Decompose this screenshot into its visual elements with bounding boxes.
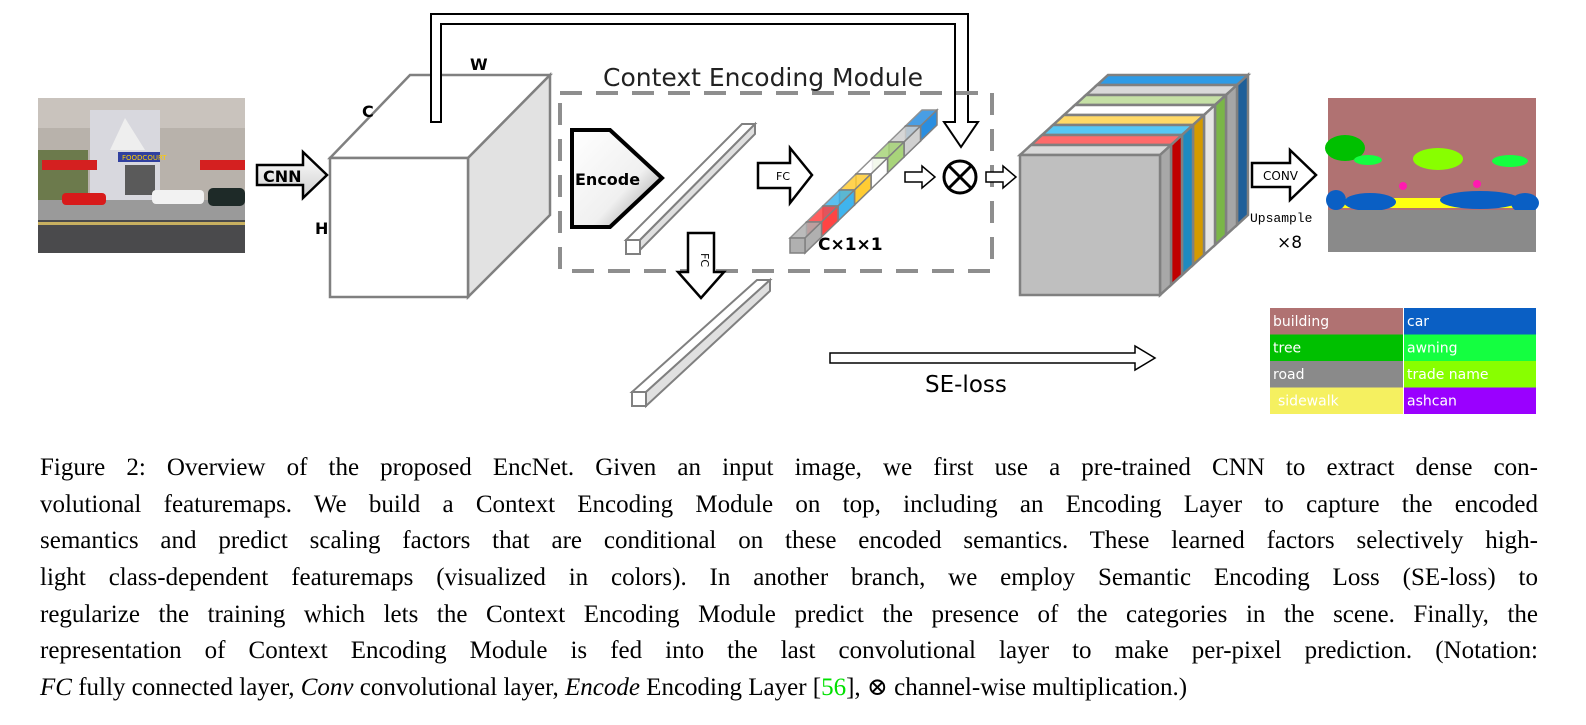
feature-slice xyxy=(1060,102,1219,258)
caption-line: FC fully connected layer, Conv convoluti… xyxy=(40,670,1538,707)
encnet-diagram: FOODCOURT CNN W C H Context Encoding Mod… xyxy=(38,13,1539,414)
upsample-label: Upsample xyxy=(1250,211,1312,226)
legend-item: sidewalk xyxy=(1270,387,1403,414)
caption-line: Figure 2: Overview of the proposed EncNe… xyxy=(40,454,1538,481)
legend-swatch xyxy=(1404,361,1536,388)
figure-caption: Figure 2: Overview of the proposed EncNe… xyxy=(40,450,1538,707)
legend-item: road xyxy=(1270,361,1403,388)
caption-line: volutional featuremaps. We build a Conte… xyxy=(40,490,1538,518)
cube-channel-label: C xyxy=(362,102,374,121)
citation-link[interactable]: 56 xyxy=(821,674,847,702)
small-arrow-icon xyxy=(904,164,937,190)
fc-down-arrow: FC xyxy=(675,231,727,300)
conv-label: CONV xyxy=(1263,169,1299,183)
caption-line: regularize the training which lets the C… xyxy=(40,600,1538,628)
se-loss-label: SE-loss xyxy=(925,372,1007,398)
legend-label: tree xyxy=(1273,341,1301,357)
legend-item: ashcan xyxy=(1404,387,1536,414)
class-legend: building car tree awning road trade name sidew… xyxy=(1270,308,1536,414)
legend-swatch xyxy=(1270,334,1403,361)
legend-item: trade name xyxy=(1404,361,1536,388)
se-vector-bar xyxy=(629,277,773,409)
notation-conv-desc: convolutional layer, xyxy=(353,674,565,702)
module-title: Context Encoding Module xyxy=(603,63,923,92)
encode-layer: Encode xyxy=(570,128,665,229)
legend-item: awning xyxy=(1404,334,1536,361)
se-loss-arrow: SE-loss xyxy=(829,344,1157,398)
vector-cell xyxy=(788,220,824,255)
legend-label: car xyxy=(1407,314,1429,330)
encoded-vector-bar xyxy=(623,121,758,255)
weighted-feature-cube xyxy=(1016,72,1252,298)
cnn-arrow: CNN xyxy=(255,149,329,201)
small-arrow-icon xyxy=(985,164,1018,190)
fc-label: FC xyxy=(776,170,790,183)
legend-swatch xyxy=(1270,361,1403,388)
signage-text: FOODCOURT xyxy=(122,154,167,162)
feature-slice xyxy=(1093,72,1252,228)
cnn-label: CNN xyxy=(263,167,302,186)
legend-label: awning xyxy=(1407,341,1458,357)
notation-multiply-desc: ], ⊗ channel-wise multiplication.) xyxy=(846,674,1188,702)
legend-swatch xyxy=(1404,334,1536,361)
legend-label: trade name xyxy=(1407,367,1488,383)
notation-encode-desc: Encoding Layer [ xyxy=(639,674,822,702)
feature-cube xyxy=(327,71,553,301)
legend-item: building xyxy=(1270,308,1403,335)
legend-label: ashcan xyxy=(1407,394,1457,410)
caption-line: semantics and predict scaling factors th… xyxy=(40,527,1538,555)
cube-height-label: H xyxy=(315,219,328,238)
caption-line: light class-dependent featuremaps (visua… xyxy=(40,564,1538,592)
notation-fc: FC xyxy=(40,674,72,702)
notation-fc-desc: fully connected layer, xyxy=(71,674,301,702)
legend-swatch xyxy=(1404,387,1536,414)
upsample-factor-label: ×8 xyxy=(1277,233,1302,253)
legend-label: sidewalk xyxy=(1278,394,1340,410)
legend-label: building xyxy=(1273,314,1329,330)
channel-multiply-icon xyxy=(942,159,978,195)
legend-label: road xyxy=(1273,367,1304,383)
feature-front-block xyxy=(1016,142,1175,298)
scaling-factor-vector xyxy=(788,108,939,255)
segmentation-output xyxy=(1325,98,1539,252)
encode-label: Encode xyxy=(575,170,640,189)
legend-swatch xyxy=(1270,387,1403,414)
conv-arrow: CONV xyxy=(1250,147,1318,203)
caption-line: representation of Context Encoding Modul… xyxy=(40,637,1538,665)
cube-width-label: W xyxy=(470,55,488,74)
feature-slice xyxy=(1082,82,1241,238)
notation-conv: Conv xyxy=(300,674,354,702)
vector-dimension-label: C×1×1 xyxy=(818,235,883,255)
feature-slice xyxy=(1027,132,1186,288)
fc-down-label: FC xyxy=(698,253,711,267)
input-image: FOODCOURT xyxy=(38,98,245,253)
notation-encode: Encode xyxy=(564,674,640,702)
legend-item: car xyxy=(1404,308,1536,335)
legend-swatch xyxy=(1404,308,1536,335)
fc-arrow: FC xyxy=(756,144,814,207)
feature-slice xyxy=(1038,122,1197,278)
legend-swatch xyxy=(1270,308,1403,335)
legend-item: tree xyxy=(1270,334,1403,361)
skip-connection-arrow xyxy=(430,13,980,149)
